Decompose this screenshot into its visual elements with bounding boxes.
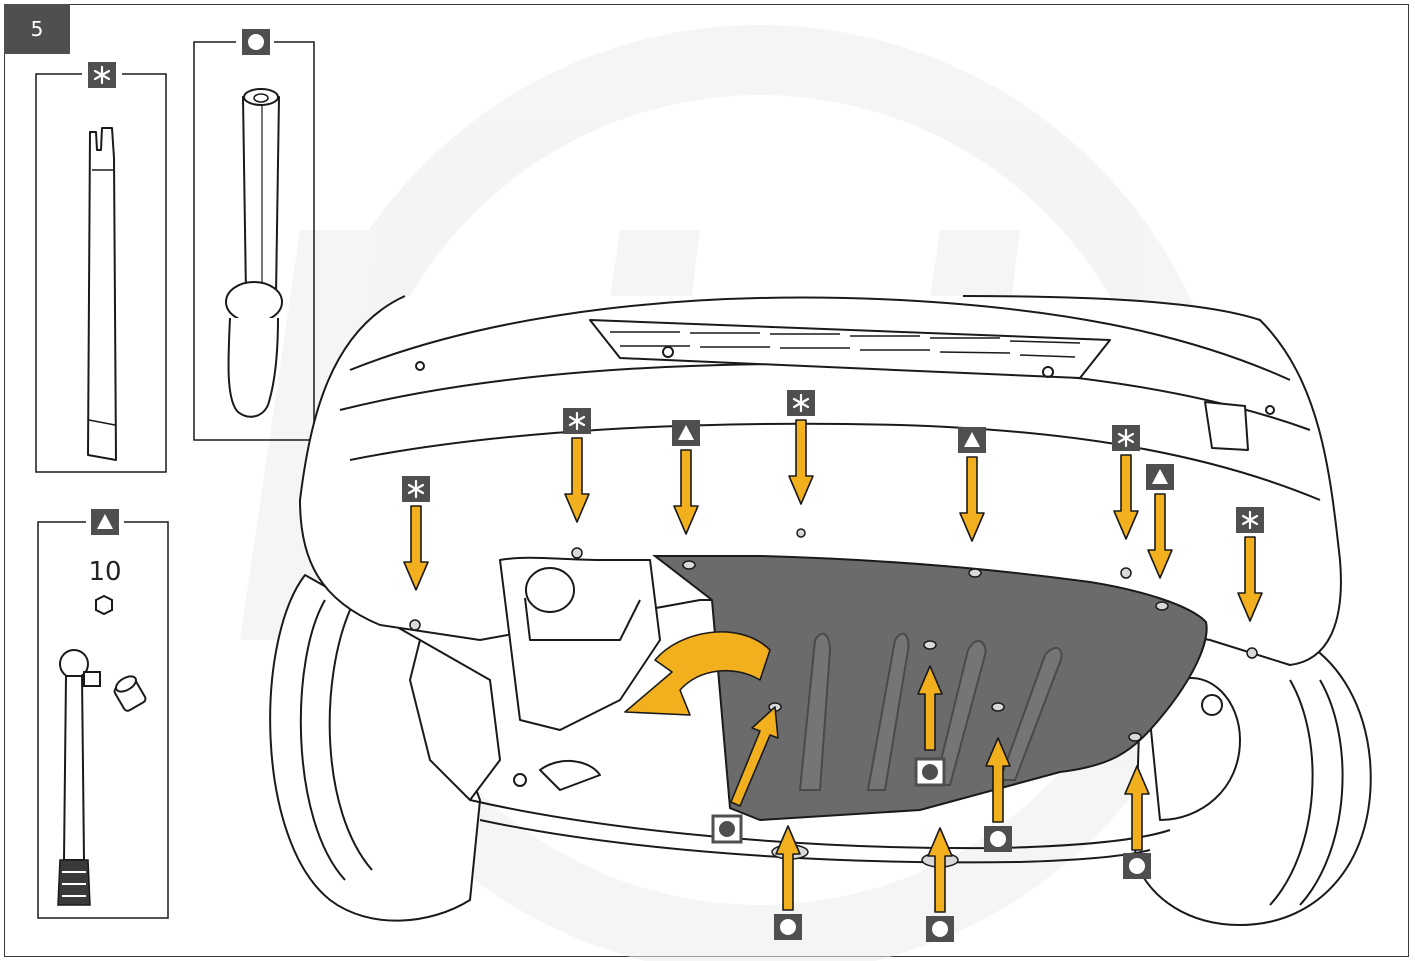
undershield-ribs xyxy=(798,632,1063,791)
ratchet-icon xyxy=(57,649,101,906)
asterisk-icon xyxy=(86,60,118,90)
hex-nut-icon xyxy=(95,594,113,616)
screwdriver-icon xyxy=(225,88,283,418)
tool-box-clip-remover xyxy=(35,60,167,473)
fastener-callouts-bottom xyxy=(711,665,1151,942)
remove-direction-arrow xyxy=(624,631,771,716)
socket-size-label: 10 xyxy=(88,557,122,587)
trim-tool-icon xyxy=(87,127,117,461)
step-number-badge: 5 xyxy=(4,4,70,54)
triangle-icon xyxy=(91,509,119,535)
tool-box-socket-wrench xyxy=(37,509,169,919)
car-front-underside xyxy=(269,295,1372,926)
circle-icon xyxy=(242,29,270,55)
tool-box-screwdriver xyxy=(193,29,315,441)
socket-icon xyxy=(113,675,147,712)
